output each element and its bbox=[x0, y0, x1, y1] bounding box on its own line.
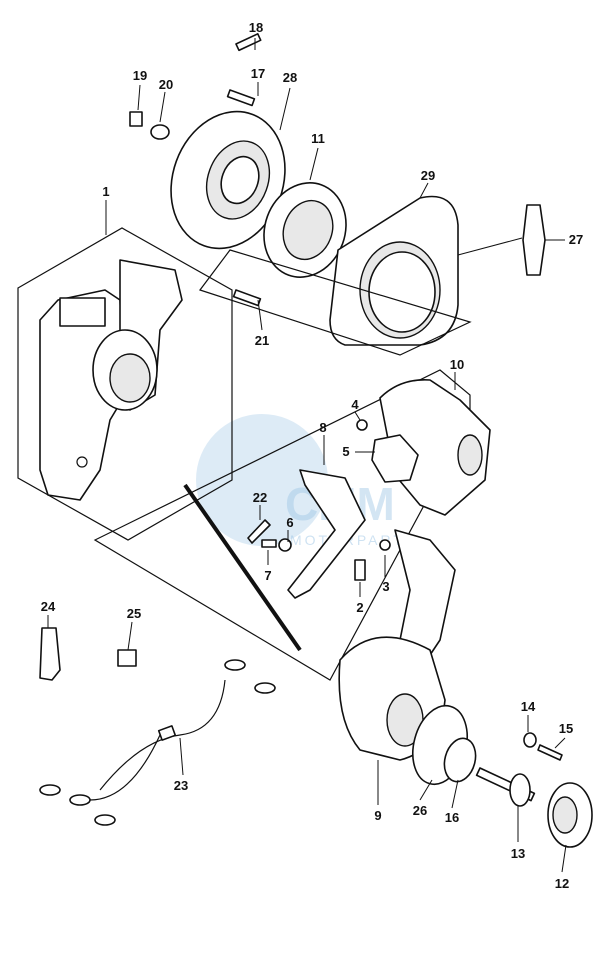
label-15: 15 bbox=[559, 721, 573, 736]
label-4: 4 bbox=[351, 397, 359, 412]
part-14-washer bbox=[523, 732, 537, 748]
label-22: 22 bbox=[253, 490, 267, 505]
label-14: 14 bbox=[521, 699, 536, 714]
label-13: 13 bbox=[511, 846, 525, 861]
part-29-gasket bbox=[329, 195, 459, 346]
label-5: 5 bbox=[342, 444, 349, 459]
label-26: 26 bbox=[413, 803, 427, 818]
label-29: 29 bbox=[421, 168, 435, 183]
label-12: 12 bbox=[555, 876, 569, 891]
label-19: 19 bbox=[133, 68, 147, 83]
part-12-knob bbox=[547, 782, 593, 848]
part-8-lever-bar bbox=[287, 469, 366, 599]
label-23: 23 bbox=[174, 778, 188, 793]
part-11-gear-ring bbox=[263, 182, 347, 278]
label-10: 10 bbox=[450, 357, 464, 372]
throttle-cable bbox=[183, 483, 302, 652]
label-2: 2 bbox=[356, 600, 363, 615]
part-27-tape bbox=[457, 204, 546, 276]
label-8: 8 bbox=[319, 420, 326, 435]
control-box-frame bbox=[17, 227, 233, 541]
part-number-labels: 18 17 28 19 20 11 29 1 27 21 10 4 8 5 22… bbox=[41, 20, 583, 891]
label-17: 17 bbox=[251, 66, 265, 81]
part-10-handle-grip bbox=[379, 379, 491, 516]
part-16-plate bbox=[443, 737, 477, 783]
leader-lines bbox=[47, 38, 567, 873]
label-11: 11 bbox=[311, 131, 325, 146]
label-24: 24 bbox=[41, 599, 56, 614]
part-28-cover-plate bbox=[170, 110, 286, 250]
label-28: 28 bbox=[283, 70, 297, 85]
label-21: 21 bbox=[255, 333, 269, 348]
label-6: 6 bbox=[286, 515, 293, 530]
label-7: 7 bbox=[264, 568, 271, 583]
label-18: 18 bbox=[249, 20, 263, 35]
label-16: 16 bbox=[445, 810, 459, 825]
part-1-control-box bbox=[39, 259, 183, 501]
small-fasteners bbox=[129, 33, 391, 581]
label-1: 1 bbox=[102, 184, 109, 199]
label-20: 20 bbox=[159, 77, 173, 92]
label-3: 3 bbox=[382, 579, 389, 594]
part-15-screw bbox=[537, 744, 563, 761]
part-13-shaft bbox=[475, 767, 536, 807]
label-25: 25 bbox=[127, 606, 141, 621]
part-24-cable-end bbox=[39, 627, 61, 681]
label-9: 9 bbox=[374, 808, 381, 823]
gasket-frame bbox=[199, 249, 472, 356]
part-5-detent-plate bbox=[371, 434, 419, 483]
part-23-wire-harness bbox=[39, 659, 276, 826]
label-27: 27 bbox=[569, 232, 583, 247]
part-25-clip bbox=[117, 649, 137, 667]
